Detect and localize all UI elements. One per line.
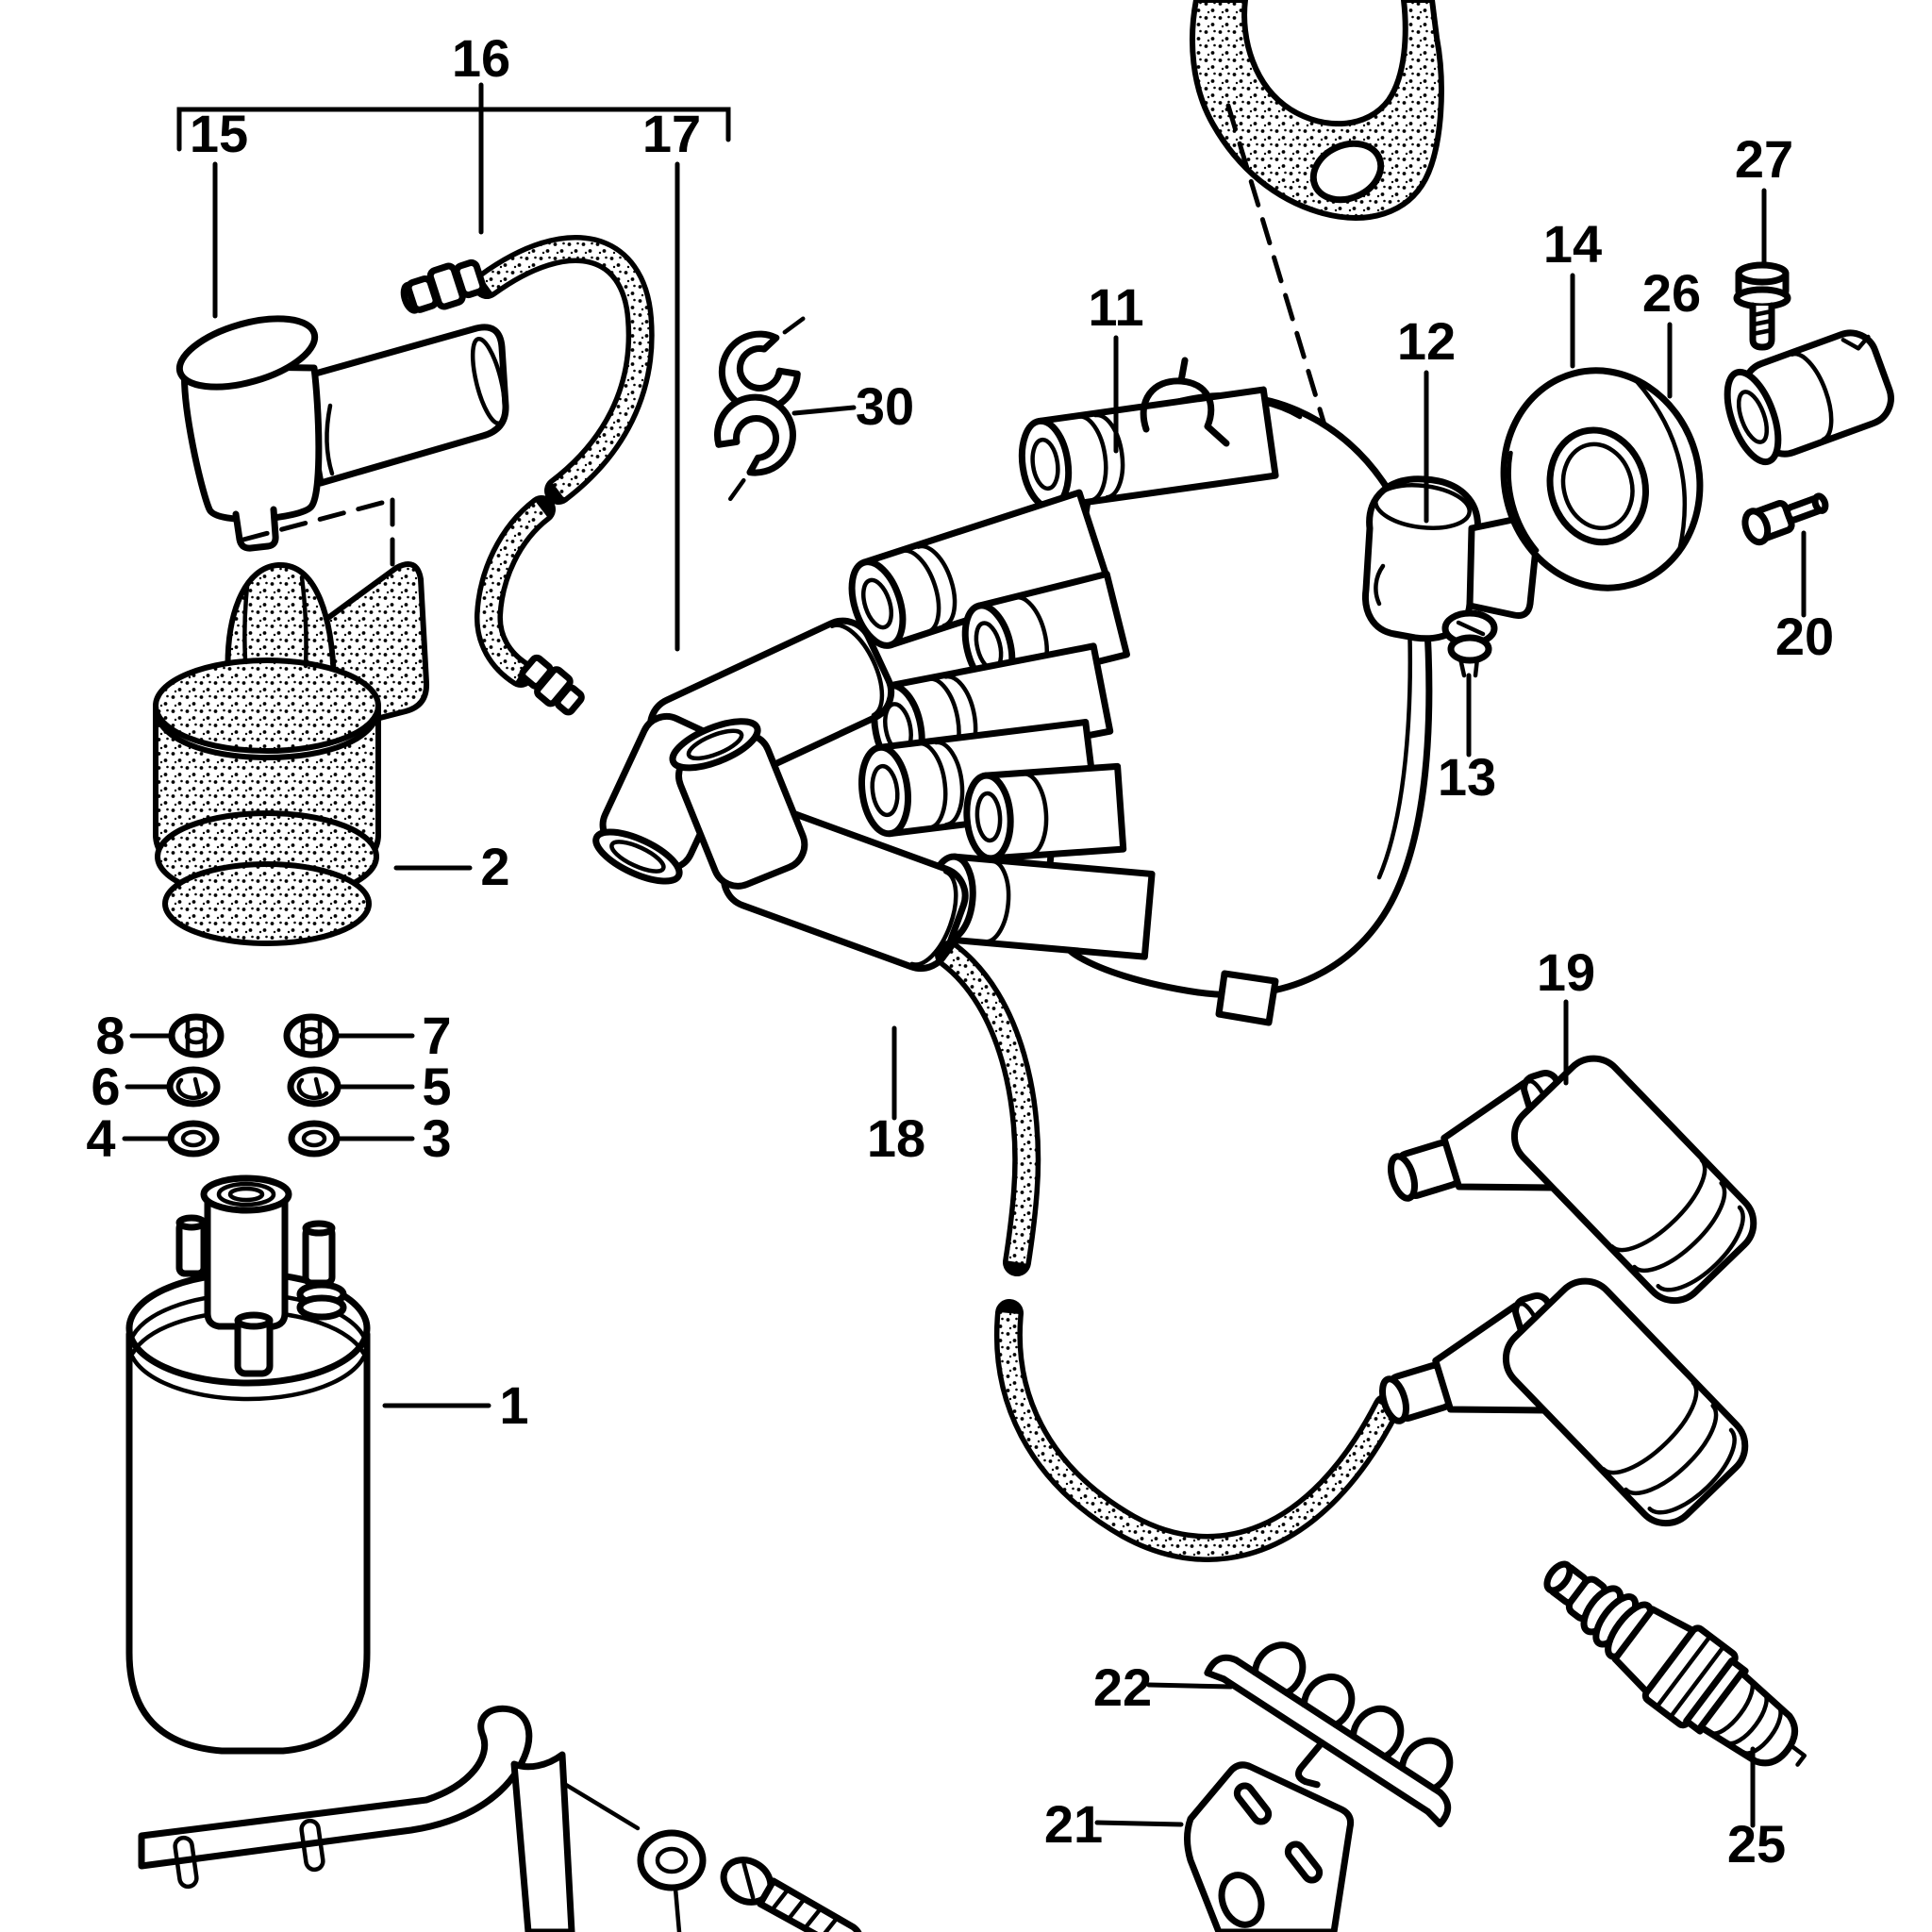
- leader-30: [791, 405, 857, 416]
- part-label-12: 12: [1397, 311, 1456, 371]
- distributor-cap: [848, 357, 1433, 1026]
- washer-4: [167, 1120, 220, 1158]
- coil-rubber-cap: [153, 561, 430, 946]
- part-label-1: 1: [499, 1375, 528, 1435]
- washer-3: [288, 1120, 341, 1158]
- distributor-rotor: [1361, 475, 1541, 642]
- part-label-13: 13: [1438, 747, 1496, 807]
- terminal-nut-7: [283, 1013, 340, 1058]
- spark-plug-wire-18: [935, 941, 1401, 1562]
- lock-washer-5: [287, 1066, 341, 1108]
- terminal-nut-8: [168, 1013, 225, 1058]
- part-label-2: 2: [480, 837, 509, 896]
- spark-plug-connector-upper: [1388, 1055, 1757, 1305]
- part-label-3: 3: [422, 1108, 451, 1168]
- part-label-16: 16: [452, 28, 510, 88]
- part-label-5: 5: [422, 1057, 451, 1116]
- part-label-30: 30: [856, 376, 914, 436]
- part-label-17: 17: [642, 104, 701, 163]
- cap-spring-clip-top: [1140, 357, 1230, 447]
- ignition-wire-16: [400, 235, 655, 716]
- distributor-flange-gasket: [1190, 0, 1444, 221]
- part-label-14: 14: [1543, 214, 1602, 274]
- cap-spring-clip-bottom: [1215, 970, 1279, 1026]
- wire-clamp-pair: [713, 316, 806, 502]
- part-label-20: 20: [1775, 607, 1834, 666]
- part-label-7: 7: [422, 1006, 451, 1065]
- drive-pin: [1741, 492, 1829, 546]
- spark-plug-connector-lower: [1379, 1277, 1749, 1527]
- leader-22: [1146, 1682, 1234, 1690]
- group-bracket-15-16-17: [176, 82, 731, 235]
- leader-21: [1094, 1820, 1184, 1827]
- strap-screw: [720, 1857, 863, 1932]
- part-label-26: 26: [1642, 263, 1701, 323]
- part-label-22: 22: [1093, 1657, 1152, 1717]
- coil-mounting-strap: [138, 1705, 641, 1932]
- part-label-4: 4: [86, 1108, 115, 1168]
- wire-holder-bracket: [1184, 1761, 1355, 1932]
- part-label-27: 27: [1735, 129, 1793, 189]
- lock-washer-6: [166, 1066, 221, 1108]
- ignition-coil: [125, 1174, 371, 1755]
- spark-plug: [1543, 1560, 1807, 1767]
- part-label-8: 8: [95, 1006, 125, 1065]
- part-label-6: 6: [91, 1057, 120, 1116]
- strap-washer: [637, 1829, 707, 1932]
- part-label-11: 11: [1088, 277, 1143, 337]
- part-label-15: 15: [190, 104, 248, 163]
- part-label-25: 25: [1727, 1814, 1786, 1874]
- coupling-roller: [1724, 329, 1894, 466]
- distributor-wire-elbow-b: [669, 718, 969, 972]
- fastening-bolt: [1733, 261, 1791, 351]
- wire-separator-clip: [1204, 1641, 1454, 1828]
- part-label-18: 18: [867, 1108, 925, 1168]
- rotor-screw: [1441, 609, 1498, 678]
- distributor-seal-grommet: [1500, 367, 1704, 591]
- part-label-19: 19: [1537, 942, 1595, 1002]
- part-label-21: 21: [1044, 1794, 1103, 1854]
